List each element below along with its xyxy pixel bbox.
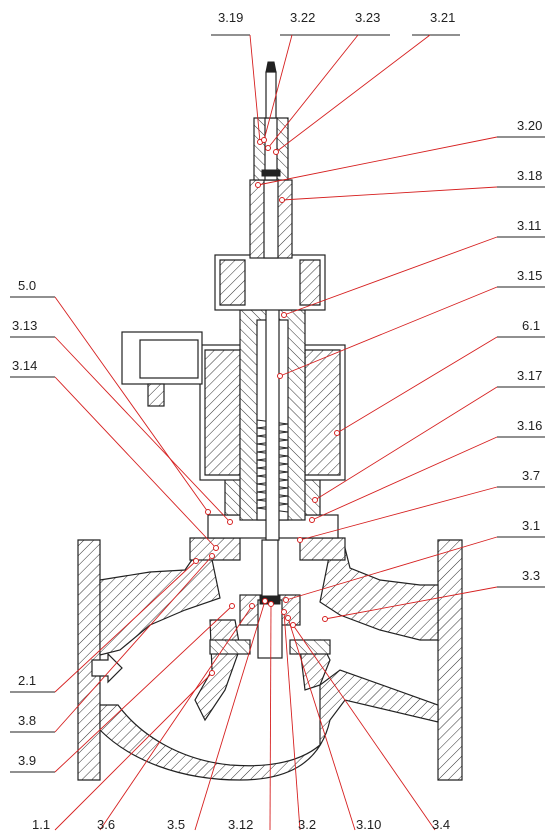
label-3-23: 3.23: [355, 10, 380, 25]
label-6-1: 6.1: [522, 318, 540, 333]
label-3-6: 3.6: [97, 817, 115, 832]
indicator-tip: [265, 61, 277, 73]
body-left-upper-wall: [99, 547, 221, 656]
label-3-9: 3.9: [18, 753, 36, 768]
label-3-12: 3.12: [228, 817, 253, 832]
right-flange: [437, 539, 463, 781]
label-3-18: 3.18: [517, 168, 542, 183]
valve-plug: [257, 599, 283, 659]
label-3-8: 3.8: [18, 713, 36, 728]
part-labels: 3.19 3.22 3.23 3.21 3.20 3.18 3.11 3.15 …: [12, 10, 542, 832]
upper-yoke-hatch: [219, 259, 246, 306]
label-1-1: 1.1: [32, 817, 50, 832]
label-5-0: 5.0: [18, 278, 36, 293]
stem-core: [265, 299, 280, 541]
label-2-1: 2.1: [18, 673, 36, 688]
label-3-4: 3.4: [432, 817, 450, 832]
lock-nut: [261, 169, 281, 177]
coil-right: [304, 349, 341, 476]
label-3-20: 3.20: [517, 118, 542, 133]
label-3-11: 3.11: [517, 218, 541, 233]
cable-gland: [147, 383, 165, 407]
upper-yoke-hatch-right: [299, 259, 321, 306]
seat-ring-right: [289, 639, 331, 655]
label-3-22: 3.22: [290, 10, 315, 25]
leader-dots: [193, 137, 340, 676]
stem-bore: [263, 179, 279, 259]
coil-left: [204, 349, 241, 476]
label-3-17: 3.17: [517, 368, 542, 383]
label-3-10: 3.10: [356, 817, 381, 832]
terminal-box-inner: [139, 339, 199, 379]
label-3-16: 3.16: [517, 418, 542, 433]
bonnet-flange-right: [299, 537, 346, 561]
label-3-5: 3.5: [167, 817, 185, 832]
seat-ring: [209, 639, 251, 655]
label-3-2: 3.2: [298, 817, 316, 832]
body-bottom-bowl: [99, 669, 439, 781]
leader-lines: [10, 34, 545, 831]
label-3-14: 3.14: [12, 358, 37, 373]
stem-lower: [261, 539, 279, 601]
label-3-13: 3.13: [12, 318, 37, 333]
flow-arrow: [91, 652, 123, 684]
label-3-19: 3.19: [218, 10, 243, 25]
label-3-7: 3.7: [522, 468, 540, 483]
upper-stem: [249, 61, 293, 259]
indicator-rod: [265, 71, 277, 119]
label-3-21: 3.21: [430, 10, 455, 25]
label-3-15: 3.15: [517, 268, 542, 283]
actuator: [121, 254, 346, 541]
body-right-upper-wall: [319, 547, 439, 641]
label-3-1: 3.1: [522, 518, 540, 533]
label-3-3: 3.3: [522, 568, 540, 583]
